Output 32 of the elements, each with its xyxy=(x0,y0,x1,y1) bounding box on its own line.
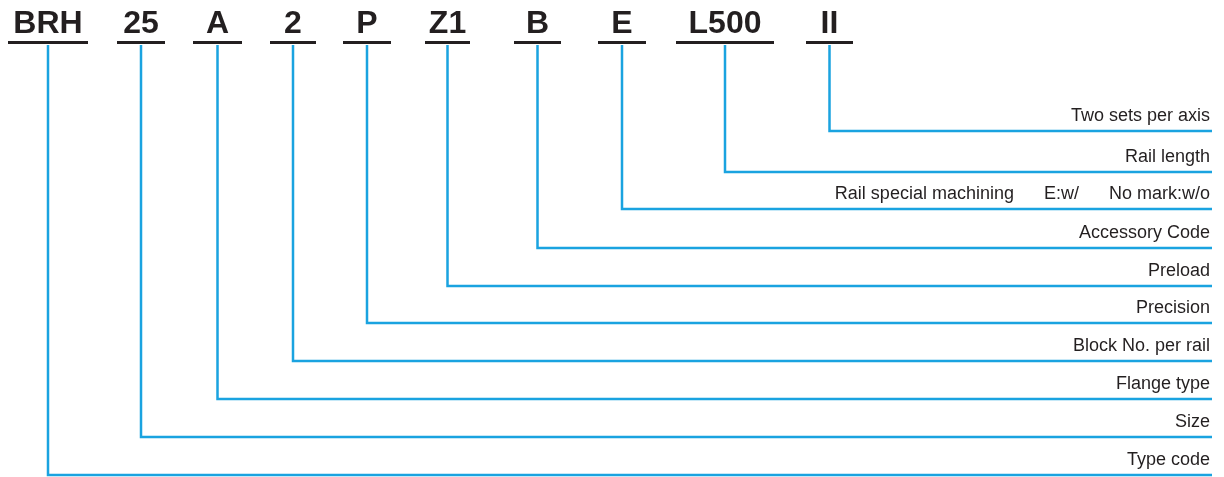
description-label: Block No. per rail xyxy=(1072,334,1210,357)
code-segment: A xyxy=(193,6,242,44)
leader-line xyxy=(536,45,1212,250)
code-segment: P xyxy=(343,6,391,44)
description-label: Preload xyxy=(1147,259,1210,282)
code-segment: 25 xyxy=(117,6,165,44)
description-label: Type code xyxy=(1126,448,1210,471)
leader-line xyxy=(723,45,1212,174)
leader-line xyxy=(446,45,1212,288)
description-label: No mark:w/o xyxy=(1108,182,1210,205)
code-segment: Z1 xyxy=(425,6,470,44)
description-label: Precision xyxy=(1135,296,1210,319)
leader-line xyxy=(620,45,1212,211)
description-label: Accessory Code xyxy=(1078,221,1210,244)
leader-line xyxy=(828,45,1212,133)
code-segment: 2 xyxy=(270,6,316,44)
code-segment: B xyxy=(514,6,561,44)
leader-line xyxy=(291,45,1212,363)
description-label: Rail length xyxy=(1124,145,1210,168)
description-label: E:w/ xyxy=(1043,182,1079,205)
code-segment: BRH xyxy=(8,6,88,44)
code-segment: L500 xyxy=(676,6,774,44)
code-segment: E xyxy=(598,6,646,44)
leader-line xyxy=(46,45,1212,477)
description-label: Two sets per axis xyxy=(1070,104,1210,127)
code-segment: II xyxy=(806,6,853,44)
description-label: Rail special machining xyxy=(834,182,1014,205)
leader-line xyxy=(139,45,1212,439)
description-label: Flange type xyxy=(1115,372,1210,395)
leader-line xyxy=(365,45,1212,325)
description-label: Size xyxy=(1175,410,1210,433)
leader-line xyxy=(216,45,1212,401)
